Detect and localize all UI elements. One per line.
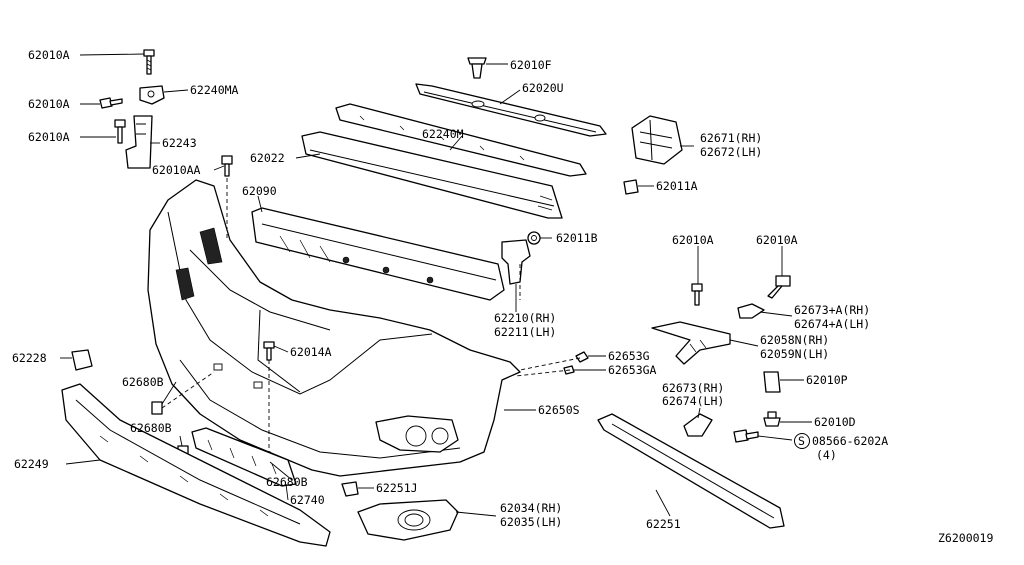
- clip-62251J: [341, 481, 359, 497]
- under-cover-62249: [61, 383, 331, 547]
- callout-62671-rh: 62671(RH): [700, 131, 762, 145]
- callout-62211-lh: 62211(LH): [494, 325, 556, 339]
- callout-62240MA: 62240MA: [190, 83, 239, 97]
- bumper-fascia-62650S: [147, 179, 521, 477]
- callout-62020U: 62020U: [522, 81, 564, 95]
- bracket-62240M: [335, 103, 587, 177]
- bracket-62673A: [737, 303, 765, 319]
- callout-62674-lh: 62674(LH): [662, 394, 724, 408]
- callout-62090: 62090: [242, 184, 277, 198]
- callout-62650S: 62650S: [538, 403, 580, 417]
- bolt-62010A-right2: [767, 275, 791, 299]
- clip-62010AA: [221, 155, 233, 177]
- fog-lamp-62671: [631, 115, 683, 165]
- callout-62010A: 62010A: [756, 233, 798, 247]
- callout-62251J: 62251J: [376, 481, 418, 495]
- screw-08566: [733, 429, 759, 443]
- clip-62010D: [763, 411, 781, 427]
- bracket-62210: [501, 239, 531, 285]
- diagram-id: Z6200019: [938, 531, 993, 545]
- callout-62010P: 62010P: [806, 373, 848, 387]
- callout-62010A: 62010A: [28, 97, 70, 111]
- callout-quantity: (4): [816, 448, 837, 462]
- bracket-62058N: [651, 321, 731, 365]
- screw-62014A: [263, 341, 275, 361]
- s-symbol-circle: [794, 433, 810, 449]
- nut-62011B: [527, 231, 541, 245]
- callout-62011A: 62011A: [656, 179, 698, 193]
- callout-62251: 62251: [646, 517, 681, 531]
- bracket-62673: [683, 413, 713, 437]
- bracket-62240MA: [139, 85, 165, 105]
- bolt-62010A-top: [143, 49, 155, 75]
- callout-62243: 62243: [162, 136, 197, 150]
- callout-62680B: 62680B: [130, 421, 172, 435]
- leader-lines: [60, 53, 812, 517]
- alignment-line: [519, 357, 581, 371]
- callout-62010A: 62010A: [28, 130, 70, 144]
- screw-62011A: [623, 179, 639, 195]
- callout-62673-rh: 62673(RH): [662, 381, 724, 395]
- callout-62672-lh: 62672(LH): [700, 145, 762, 159]
- absorber-62090: [251, 207, 505, 301]
- clip-62010F: [467, 57, 487, 79]
- callout-62740: 62740: [290, 493, 325, 507]
- callout-62010A: 62010A: [28, 48, 70, 62]
- reinforcement-62022: [301, 131, 563, 219]
- callout-62249: 62249: [14, 457, 49, 471]
- callout-62674A-lh: 62674+A(LH): [794, 317, 870, 331]
- callout-62673A-rh: 62673+A(RH): [794, 303, 870, 317]
- callout-08566-6202A: 08566-6202A: [812, 434, 888, 448]
- callout-62035-lh: 62035(LH): [500, 515, 562, 529]
- upper-support-62020U: [415, 83, 607, 137]
- clip-62680B-1: [151, 401, 163, 415]
- s-symbol: S: [798, 434, 805, 448]
- bolt-62010A-lower: [114, 119, 126, 144]
- bolt-62010A-right1: [691, 283, 703, 306]
- callout-62680B: 62680B: [122, 375, 164, 389]
- callout-62010AA: 62010AA: [152, 163, 201, 177]
- callout-62240M: 62240M: [422, 127, 464, 141]
- clip-62010P: [763, 371, 781, 393]
- fog-cover-62034: [357, 499, 459, 541]
- callout-62010A: 62010A: [672, 233, 714, 247]
- molding-62251: [597, 413, 785, 529]
- callout-62228: 62228: [12, 351, 47, 365]
- callout-62680B: 62680B: [266, 475, 308, 489]
- cap-62228: [71, 349, 93, 371]
- callout-62653GA: 62653GA: [608, 363, 657, 377]
- callout-62014A: 62014A: [290, 345, 332, 359]
- callout-62058N-rh: 62058N(RH): [760, 333, 829, 347]
- callout-62022: 62022: [250, 151, 285, 165]
- lower-grille-62740: [191, 427, 297, 487]
- bolt-62010A-mid: [99, 97, 123, 109]
- callout-62210-rh: 62210(RH): [494, 311, 556, 325]
- bracket-62243: [125, 115, 153, 169]
- callout-62034-rh: 62034(RH): [500, 501, 562, 515]
- callout-62011B: 62011B: [556, 231, 598, 245]
- callout-62653G: 62653G: [608, 349, 650, 363]
- alignment-line: [161, 371, 215, 409]
- callout-62059N-lh: 62059N(LH): [760, 347, 829, 361]
- callout-62010D: 62010D: [814, 415, 856, 429]
- alignment-line: [515, 369, 571, 377]
- callout-62010F: 62010F: [510, 58, 552, 72]
